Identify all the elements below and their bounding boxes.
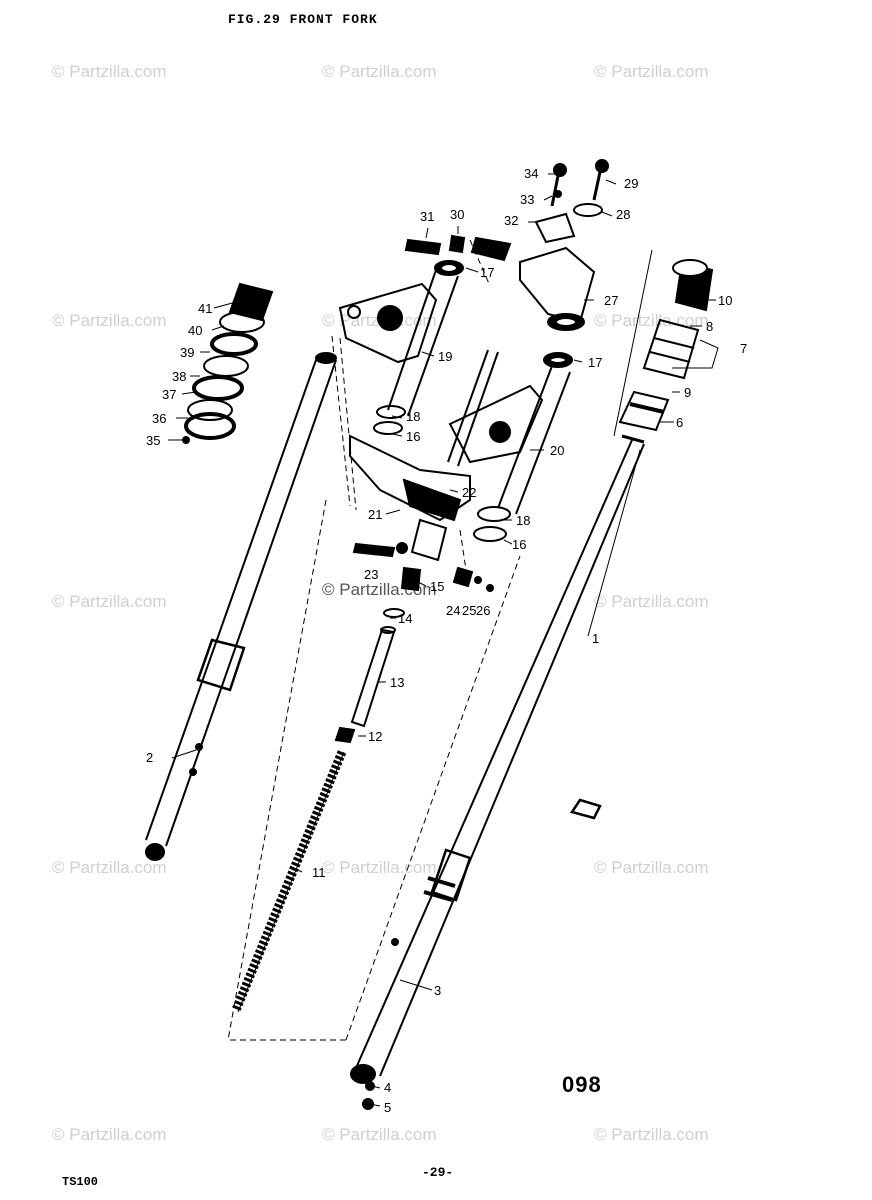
callout-label: 24 — [446, 603, 461, 618]
callout-label: 35 — [146, 433, 161, 448]
callout-label: 6 — [676, 415, 684, 430]
spring-seat — [334, 726, 356, 744]
callout-label: 29 — [624, 176, 639, 191]
leader-lines — [227, 239, 521, 1041]
callout-label: 38 — [172, 369, 187, 384]
callout-label: 17 — [480, 265, 495, 280]
o-ring — [383, 608, 405, 618]
watermark: © Partzilla.com — [52, 592, 167, 611]
callout-label: 9 — [684, 385, 692, 400]
callout-label: 22 — [462, 485, 477, 500]
figure-title: FIG.29 FRONT FORK — [228, 12, 378, 27]
callout-label: 41 — [198, 301, 213, 316]
callout-label: 23 — [364, 567, 379, 582]
callout-label: 20 — [550, 443, 565, 458]
callout-label: 18 — [516, 513, 531, 528]
fork-cover-stack — [613, 249, 714, 444]
callout-label: 18 — [406, 409, 421, 424]
callout-label: 27 — [604, 293, 619, 308]
watermark: © Partzilla.com — [52, 62, 167, 81]
watermark: © Partzilla.com — [594, 592, 709, 611]
callout-label: 25 — [462, 603, 477, 618]
callout-label: 4 — [384, 1080, 392, 1095]
callout-label: 14 — [398, 611, 413, 626]
callout-label: 30 — [450, 207, 465, 222]
callout-label: 13 — [390, 675, 405, 690]
callout-leaders — [168, 173, 719, 1107]
callout-label: 2 — [146, 750, 154, 765]
fork-spring — [231, 750, 347, 1013]
callout-label: 1 — [592, 631, 600, 646]
callout-label: 39 — [180, 345, 195, 360]
callout-label: 12 — [368, 729, 383, 744]
callout-label: 32 — [504, 213, 519, 228]
callout-label: 31 — [420, 209, 435, 224]
bearing-stack — [182, 282, 274, 444]
spacer — [350, 626, 396, 728]
watermark: © Partzilla.com — [52, 311, 167, 330]
callout-label: 26 — [476, 603, 491, 618]
watermark: © Partzilla.com — [52, 1125, 167, 1144]
watermark: © Partzilla.com — [322, 1125, 437, 1144]
callout-label: 16 — [406, 429, 421, 444]
watermark: © Partzilla.com — [52, 858, 167, 877]
sheet-number: 098 — [562, 1072, 602, 1097]
watermark: © Partzilla.com — [322, 858, 437, 877]
left-fork-leg — [145, 352, 337, 861]
watermark: © Partzilla.com — [594, 1125, 709, 1144]
callout-label: 5 — [384, 1100, 392, 1115]
right-stem — [447, 349, 573, 542]
lower-bracket — [349, 434, 494, 592]
top-clamp — [470, 159, 609, 331]
callout-label: 8 — [706, 319, 714, 334]
model-label: TS100 — [62, 1175, 99, 1189]
callout-label: 37 — [162, 387, 177, 402]
callout-label: 7 — [740, 341, 748, 356]
right-fork-leg — [350, 439, 645, 1110]
cap-bolt — [400, 566, 422, 592]
bolt — [404, 238, 442, 256]
watermark: © Partzilla.com — [322, 62, 437, 81]
callout-label: 10 — [718, 293, 733, 308]
steering-stem — [373, 260, 464, 435]
callout-label: 21 — [368, 507, 383, 522]
callout-label: 17 — [588, 355, 603, 370]
callout-label: 3 — [434, 983, 442, 998]
callout-label: 36 — [152, 411, 167, 426]
page-number: -29- — [422, 1165, 454, 1180]
callout-label: 15 — [430, 579, 445, 594]
callout-label: 11 — [312, 865, 326, 880]
watermark: © Partzilla.com — [594, 858, 709, 877]
callout-label: 40 — [188, 323, 203, 338]
callout-label: 16 — [512, 537, 527, 552]
watermark: © Partzilla.com — [594, 62, 709, 81]
left-bracket — [338, 282, 438, 364]
callout-label: 34 — [524, 166, 539, 181]
callout-label: 28 — [616, 207, 631, 222]
callout-label: 19 — [438, 349, 453, 364]
callout-label: 33 — [520, 192, 535, 207]
